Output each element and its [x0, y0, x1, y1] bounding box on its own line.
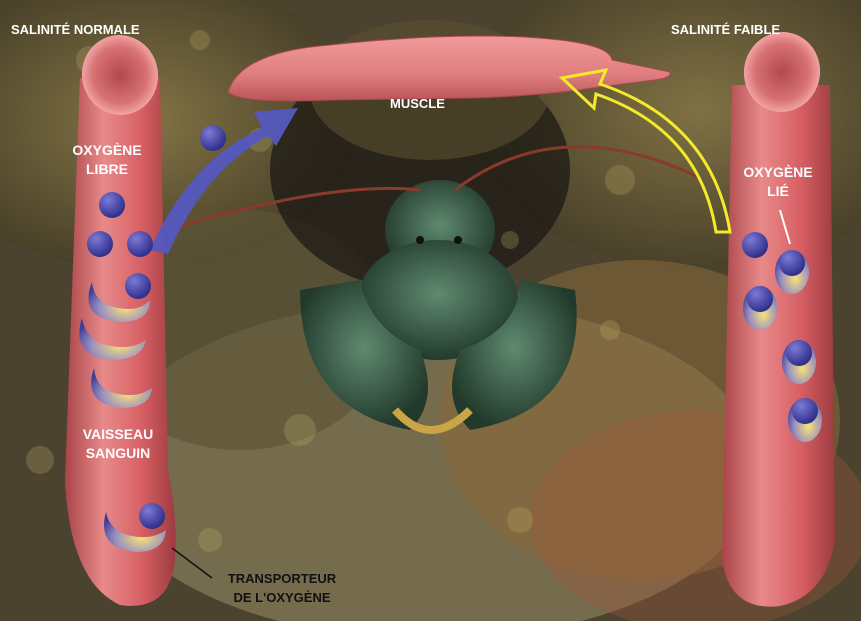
- oxygen-molecule-icon: [742, 232, 768, 258]
- label-vessel-line2: SANGUIN: [66, 444, 170, 462]
- label-low-salinity: SALINITÉ FAIBLE: [671, 21, 780, 39]
- label-carrier-line1: TRANSPORTEUR: [214, 570, 350, 588]
- crescent-carrier-icon: [743, 286, 777, 330]
- label-free-oxygen-line2: LIBRE: [60, 160, 154, 178]
- oxygen-molecule-icon: [127, 231, 153, 257]
- oxygen-molecule-icon: [99, 192, 125, 218]
- label-bound-oxygen-line2: LIÉ: [726, 182, 830, 200]
- label-vessel-line1: VAISSEAU: [66, 425, 170, 443]
- label-bound-oxygen-line1: OXYGÈNE: [726, 163, 830, 181]
- label-muscle: MUSCLE: [390, 95, 445, 113]
- crescent-carrier-icon: [775, 250, 809, 294]
- oxygen-molecule-icon: [87, 231, 113, 257]
- label-free-oxygen-line1: OXYGÈNE: [60, 141, 154, 159]
- blood-vessel-right: [722, 26, 835, 607]
- label-carrier-line2: DE L'OXYGÈNE: [214, 589, 350, 607]
- label-normal-salinity: SALINITÉ NORMALE: [11, 21, 140, 39]
- crescent-carrier-icon: [782, 340, 816, 384]
- crescent-carrier-icon: [788, 398, 822, 442]
- oxygen-molecule-icon: [200, 125, 226, 151]
